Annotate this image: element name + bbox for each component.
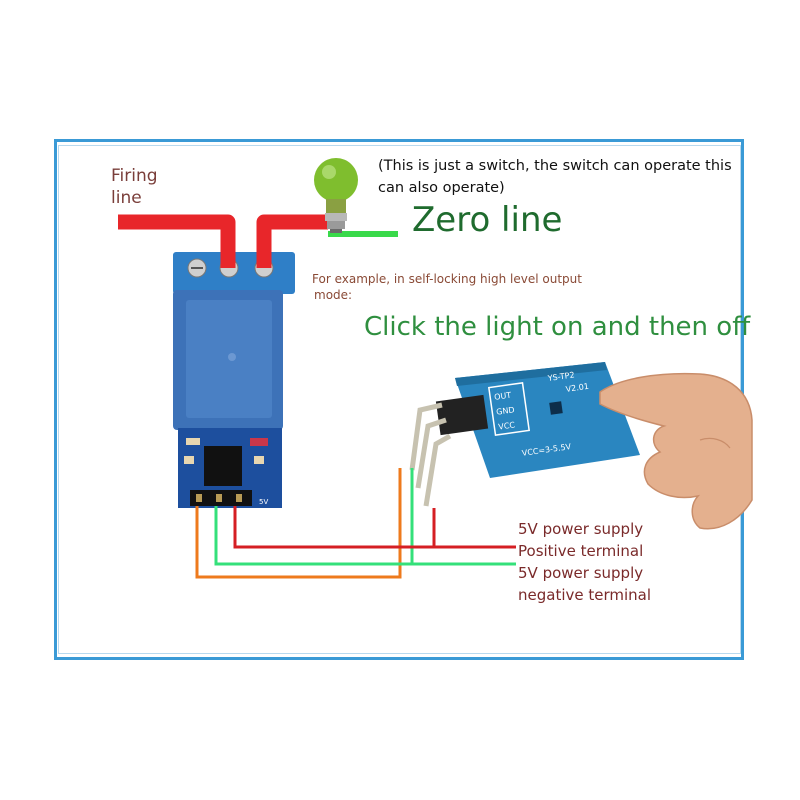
power-label: 5V power supply bbox=[518, 520, 644, 538]
example-mode-text: mode: bbox=[314, 288, 353, 302]
positive-wire bbox=[233, 506, 516, 549]
firing-line-text: line bbox=[111, 188, 142, 208]
relay-module: 5V bbox=[173, 252, 295, 508]
lamp-wire bbox=[256, 214, 328, 268]
pin-gnd-label: GND bbox=[496, 405, 515, 416]
ic-chip bbox=[204, 446, 242, 486]
power-label: 5V power supply bbox=[518, 564, 644, 582]
signal-wiring bbox=[195, 468, 516, 579]
signal-wire bbox=[195, 468, 402, 579]
zero-line-label: Zero line bbox=[412, 200, 563, 240]
switch-note-text: (This is just a switch, the switch can o… bbox=[378, 158, 732, 174]
power-supply-labels: 5V power supply Positive terminal 5V pow… bbox=[518, 520, 651, 608]
touch-sensor-module: OUT GND VCC YS-TP2 V2.01 VCC=3-5.5V bbox=[409, 362, 640, 507]
firing-line-label: Firing line bbox=[111, 166, 158, 210]
module-version-label: V2.01 bbox=[565, 382, 589, 394]
relay-pin-label: 5V bbox=[259, 498, 268, 506]
light-bulb-icon bbox=[314, 158, 358, 233]
touch-pad bbox=[549, 401, 563, 415]
mains-wiring bbox=[118, 214, 398, 268]
click-light-note: Click the light on and then off bbox=[364, 312, 751, 342]
hand-icon bbox=[599, 372, 753, 530]
pin-vcc-label: VCC bbox=[498, 420, 516, 431]
negative-wire bbox=[214, 506, 516, 566]
switch-note-text: can also operate) bbox=[378, 180, 505, 196]
power-label: negative terminal bbox=[518, 586, 652, 604]
power-label: Positive terminal bbox=[518, 542, 644, 560]
module-model-label: YS-TP2 bbox=[546, 370, 575, 383]
pin-out-label: OUT bbox=[494, 391, 512, 402]
example-mode-note: For example, in self-locking high level … bbox=[312, 272, 582, 304]
switch-note: (This is just a switch, the switch can o… bbox=[378, 158, 732, 202]
firing-wire bbox=[118, 214, 236, 268]
firing-line-text: Firing bbox=[111, 166, 158, 186]
example-mode-text: For example, in self-locking high level … bbox=[312, 272, 582, 286]
